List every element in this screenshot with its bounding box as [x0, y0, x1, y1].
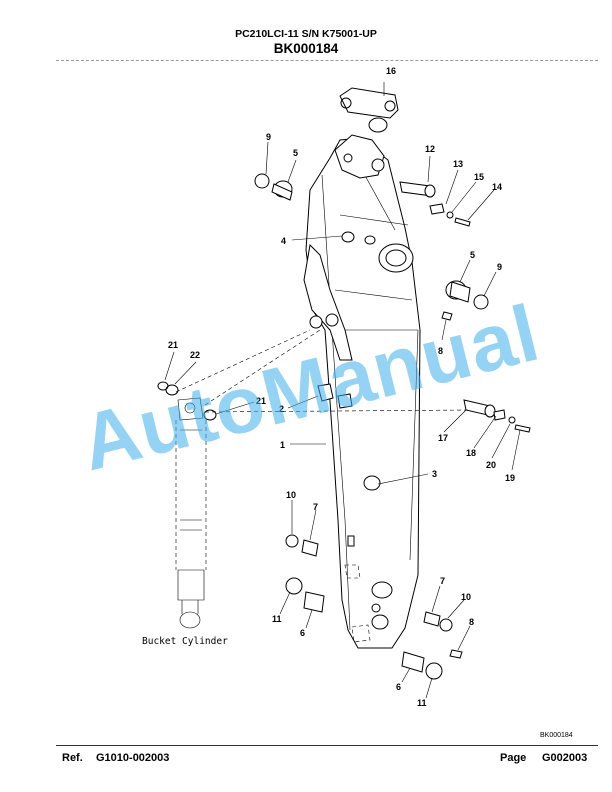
callout-12: 12	[425, 144, 435, 154]
part-9-upper	[254, 173, 270, 189]
callout-9-upper: 9	[266, 132, 271, 142]
callout-15: 15	[474, 172, 484, 182]
callout-8-upper: 8	[438, 346, 443, 356]
part-21-lower	[203, 409, 217, 421]
callout-11-right: 11	[417, 698, 427, 708]
callout-6-right: 6	[396, 682, 401, 692]
callout-19: 19	[505, 473, 515, 483]
callout-17: 17	[438, 433, 448, 443]
part-7-left	[301, 539, 319, 557]
footer-rule	[56, 745, 598, 746]
callout-14: 14	[492, 182, 502, 192]
callout-13: 13	[453, 159, 463, 169]
part-6-left	[303, 591, 325, 613]
part-15-washer	[446, 211, 454, 219]
part-6-right	[401, 651, 425, 673]
part-22	[165, 384, 179, 396]
ref-label: Ref.	[62, 752, 83, 764]
callout-5-upper: 5	[293, 148, 298, 158]
callout-22: 22	[190, 350, 200, 360]
callout-7-left: 7	[313, 502, 318, 512]
header-rule	[56, 60, 598, 61]
part-18-plate	[493, 409, 506, 421]
part-10-left	[285, 534, 299, 548]
callout-10-right: 10	[461, 592, 471, 602]
callout-4: 4	[281, 236, 286, 246]
arm-body	[303, 134, 421, 649]
callout-5-lower: 5	[470, 250, 475, 260]
part-8-lower	[449, 649, 463, 659]
figure-id-label: BK000184	[540, 732, 573, 739]
page-value: G002003	[542, 752, 588, 764]
callouts: 16 9 5 12 13 15 14 4 5 9 8 21 22 21 2 17…	[168, 66, 515, 708]
page-label: Page	[500, 752, 527, 764]
callout-9-lower: 9	[497, 262, 502, 272]
callout-6-left: 6	[300, 628, 305, 638]
page-header-group: BK000184	[273, 41, 339, 56]
page-header-model: PC210LCI-11 S/N K75001-UP	[235, 28, 377, 40]
part-7-right	[423, 611, 441, 627]
callout-10-left: 10	[286, 490, 296, 500]
callout-20: 20	[486, 460, 496, 470]
part-14-bolt	[454, 217, 471, 227]
bucket-cylinder: Bucket Cylinder	[142, 329, 471, 647]
callout-21-lower: 21	[256, 396, 266, 406]
bucket-cylinder-label: Bucket Cylinder	[142, 636, 228, 647]
part-13-plate	[429, 203, 445, 215]
part-11-right	[425, 662, 443, 680]
callout-21-upper: 21	[168, 340, 178, 350]
part-16-link	[339, 82, 399, 133]
callout-2: 2	[279, 404, 284, 414]
part-10-right	[439, 618, 453, 632]
callout-7-right: 7	[440, 576, 445, 586]
leader-lines	[164, 141, 521, 699]
callout-3: 3	[432, 469, 437, 479]
bushings	[254, 173, 489, 680]
callout-18: 18	[466, 448, 476, 458]
part-19-bolt	[514, 424, 531, 433]
callout-16: 16	[386, 66, 396, 76]
callout-8-lower: 8	[469, 617, 474, 627]
ref-value: G1010-002003	[96, 752, 170, 764]
part-8-upper	[441, 311, 453, 321]
part-20-washer	[508, 416, 516, 424]
callout-1: 1	[280, 440, 285, 450]
pins	[399, 181, 531, 433]
part-11-left	[285, 577, 303, 595]
callout-11-left: 11	[272, 614, 282, 624]
part-9-lower	[473, 294, 489, 310]
